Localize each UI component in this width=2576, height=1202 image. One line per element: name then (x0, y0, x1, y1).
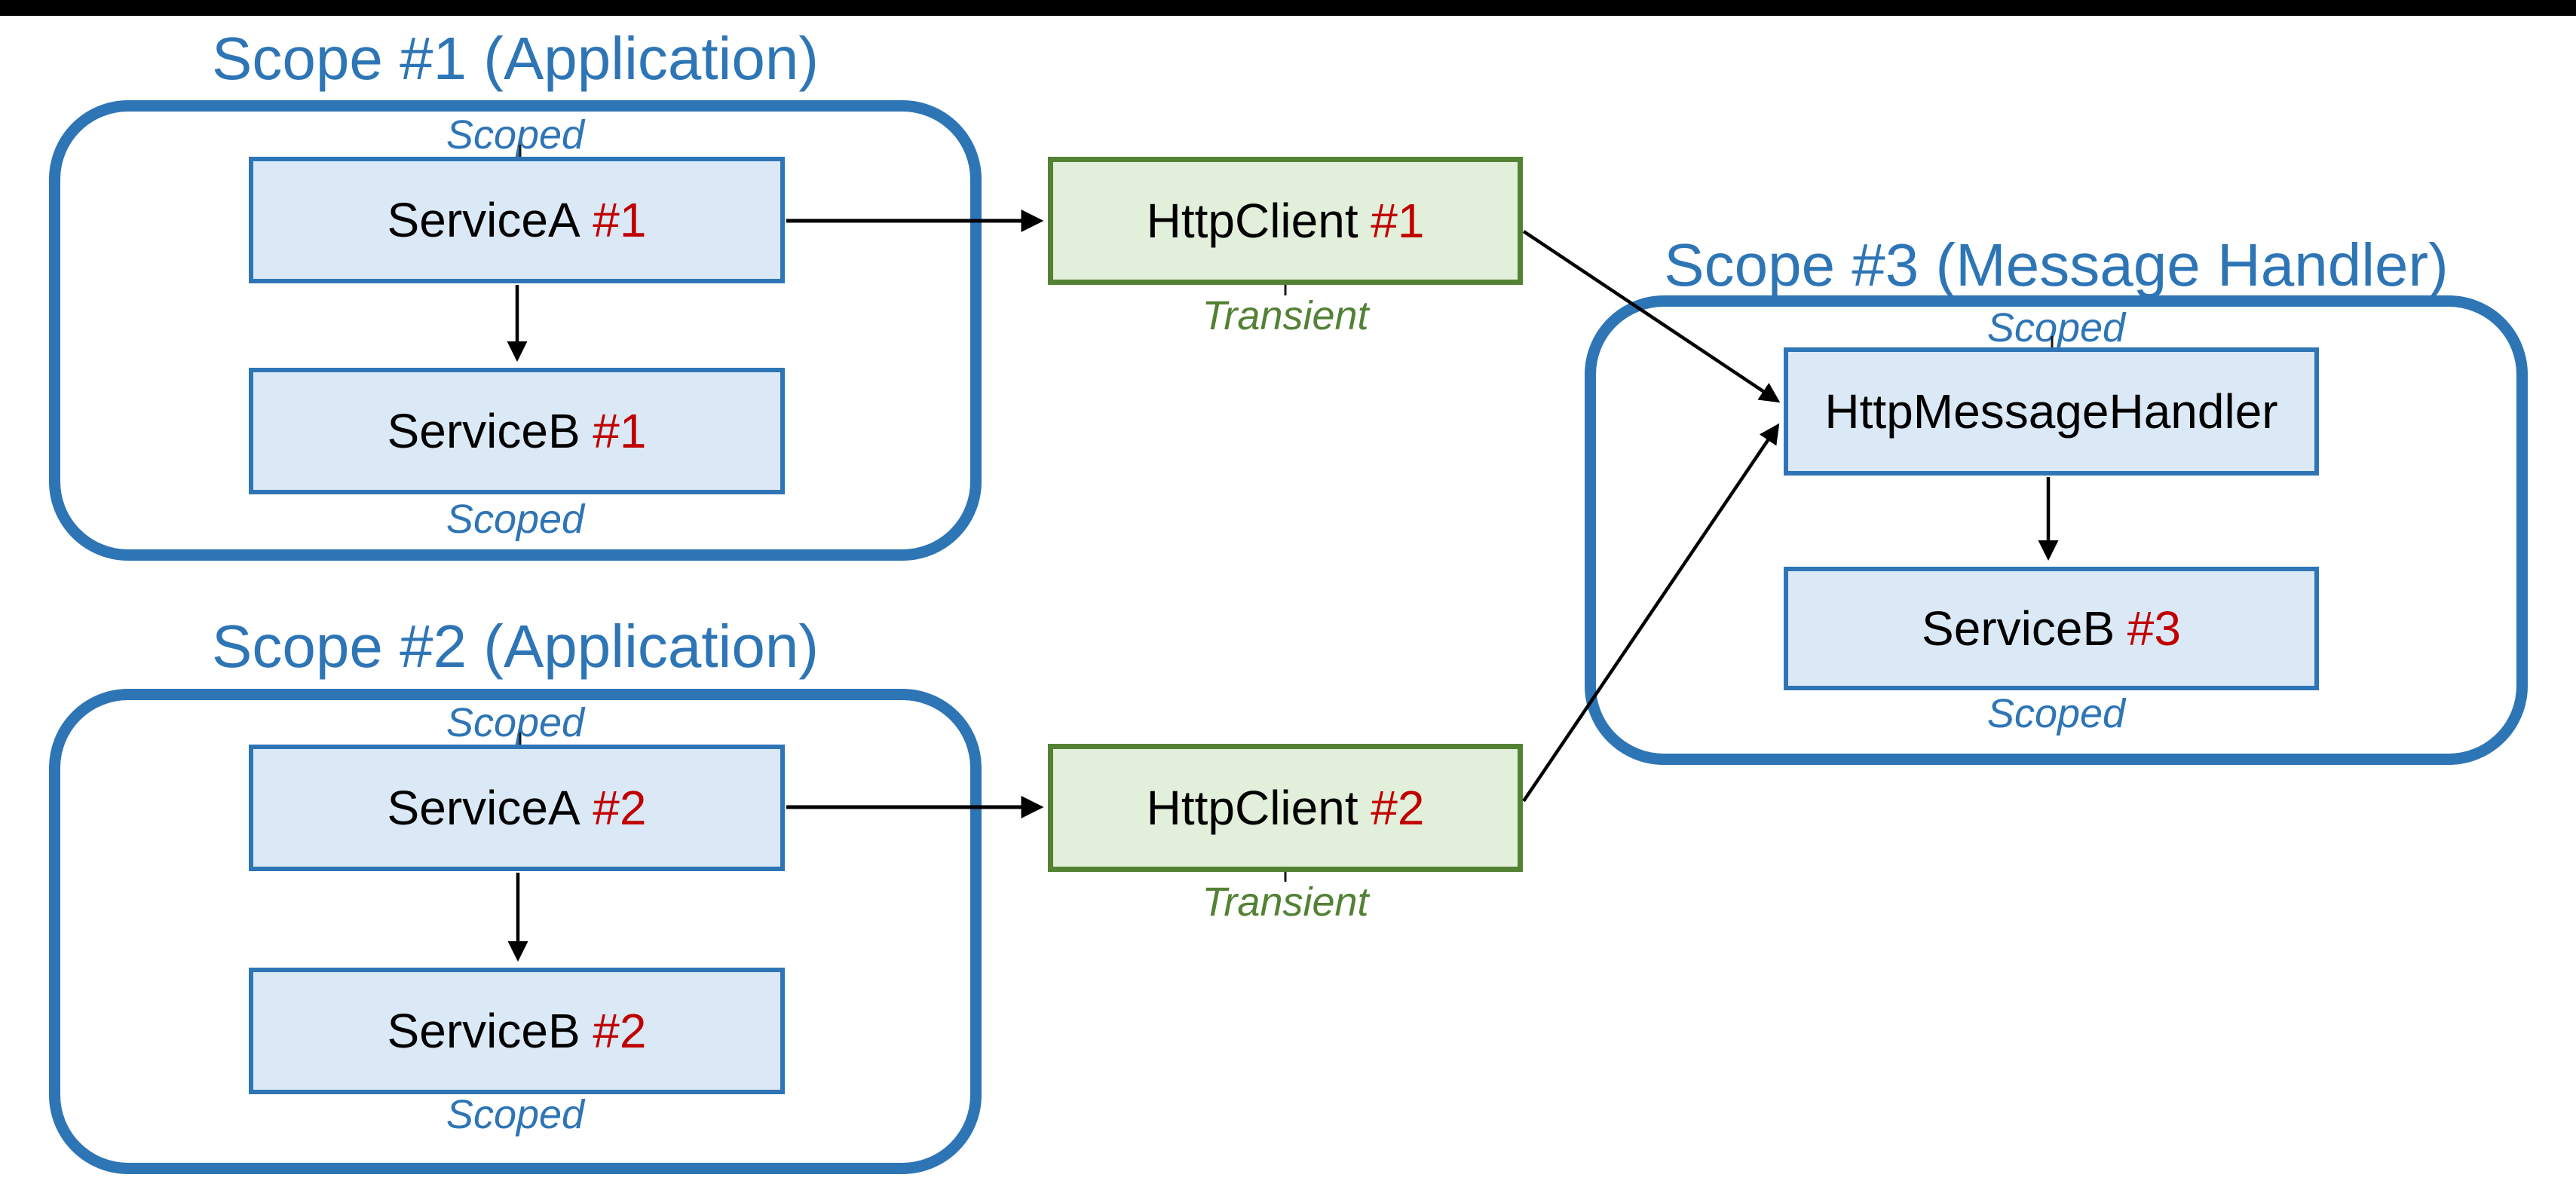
node-servicea-2: ServiceA #2 (249, 745, 785, 871)
node-serviceb-2: ServiceB #2 (249, 968, 785, 1094)
node-httpmessagehandler: HttpMessageHandler (1784, 347, 2319, 476)
node-serviceb-2-label: ServiceB (387, 1004, 580, 1058)
node-servicea-1: ServiceA #1 (249, 157, 785, 283)
letterbox-top-bar (0, 0, 2576, 16)
scope2-scoped-label-top: Scoped (446, 700, 585, 745)
node-httpmessagehandler-label: HttpMessageHandler (1824, 384, 2278, 439)
node-httpclient-2: HttpClient #2 (1048, 744, 1523, 872)
scope3-title: Scope #3 (Message Handler) (1664, 231, 2449, 298)
node-httpclient-1-instance: #1 (1371, 194, 1425, 248)
scope2-title: Scope #2 (Application) (212, 613, 819, 680)
scope3-scoped-label-top: Scoped (1986, 305, 2126, 350)
node-serviceb-3-label: ServiceB (1922, 601, 2115, 656)
node-serviceb-3-instance: #3 (2127, 601, 2181, 656)
node-httpclient-1: HttpClient #1 (1048, 157, 1523, 285)
node-servicea-2-instance: #2 (593, 781, 647, 835)
node-serviceb-1-instance: #1 (593, 404, 647, 458)
node-httpclient-2-label: HttpClient (1146, 781, 1358, 835)
scope2-boundary (49, 689, 982, 1174)
node-httpclient-1-label: HttpClient (1146, 194, 1358, 248)
scope3-boundary (1585, 295, 2528, 765)
node-servicea-1-instance: #1 (593, 193, 647, 247)
node-serviceb-1-label: ServiceB (387, 404, 580, 458)
node-servicea-2-label: ServiceA (387, 781, 580, 835)
httpclient-2-lifetime-label: Transient (1202, 879, 1369, 925)
node-servicea-1-label: ServiceA (387, 193, 580, 247)
scope1-title: Scope #1 (Application) (212, 25, 819, 92)
node-httpclient-2-instance: #2 (1371, 781, 1425, 835)
httpclient-1-lifetime-label: Transient (1202, 293, 1369, 338)
scope2-scoped-label-bottom: Scoped (446, 1092, 585, 1137)
scope3-scoped-label-bottom: Scoped (1986, 691, 2126, 736)
scope1-boundary (49, 100, 982, 561)
scope1-scoped-label-top: Scoped (446, 112, 585, 158)
node-serviceb-3: ServiceB #3 (1784, 567, 2319, 690)
node-serviceb-1: ServiceB #1 (249, 368, 785, 494)
scope1-scoped-label-bottom: Scoped (446, 497, 585, 542)
node-serviceb-2-instance: #2 (593, 1004, 647, 1058)
